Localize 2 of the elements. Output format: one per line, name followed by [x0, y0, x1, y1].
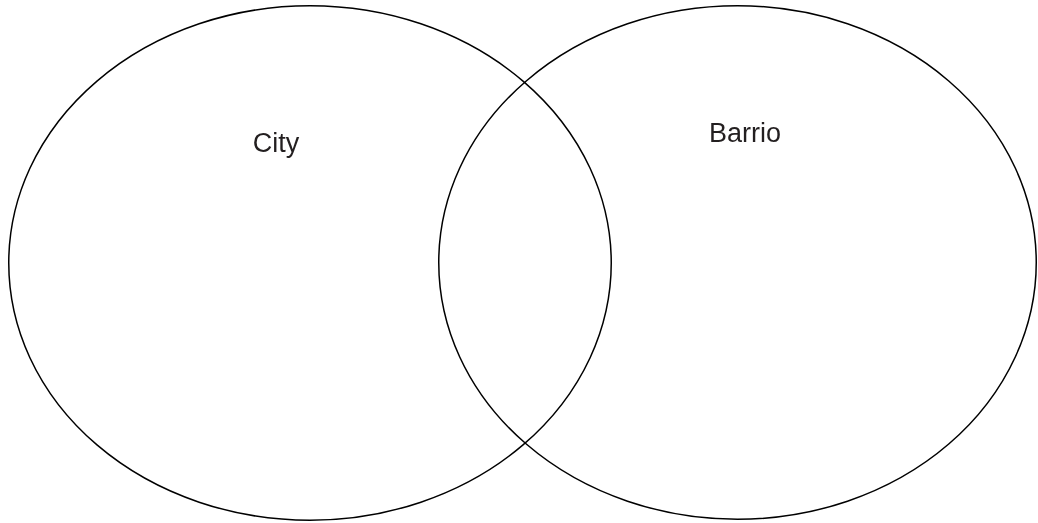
set-label: Barrio: [709, 117, 781, 149]
set-label: City: [252, 127, 300, 159]
